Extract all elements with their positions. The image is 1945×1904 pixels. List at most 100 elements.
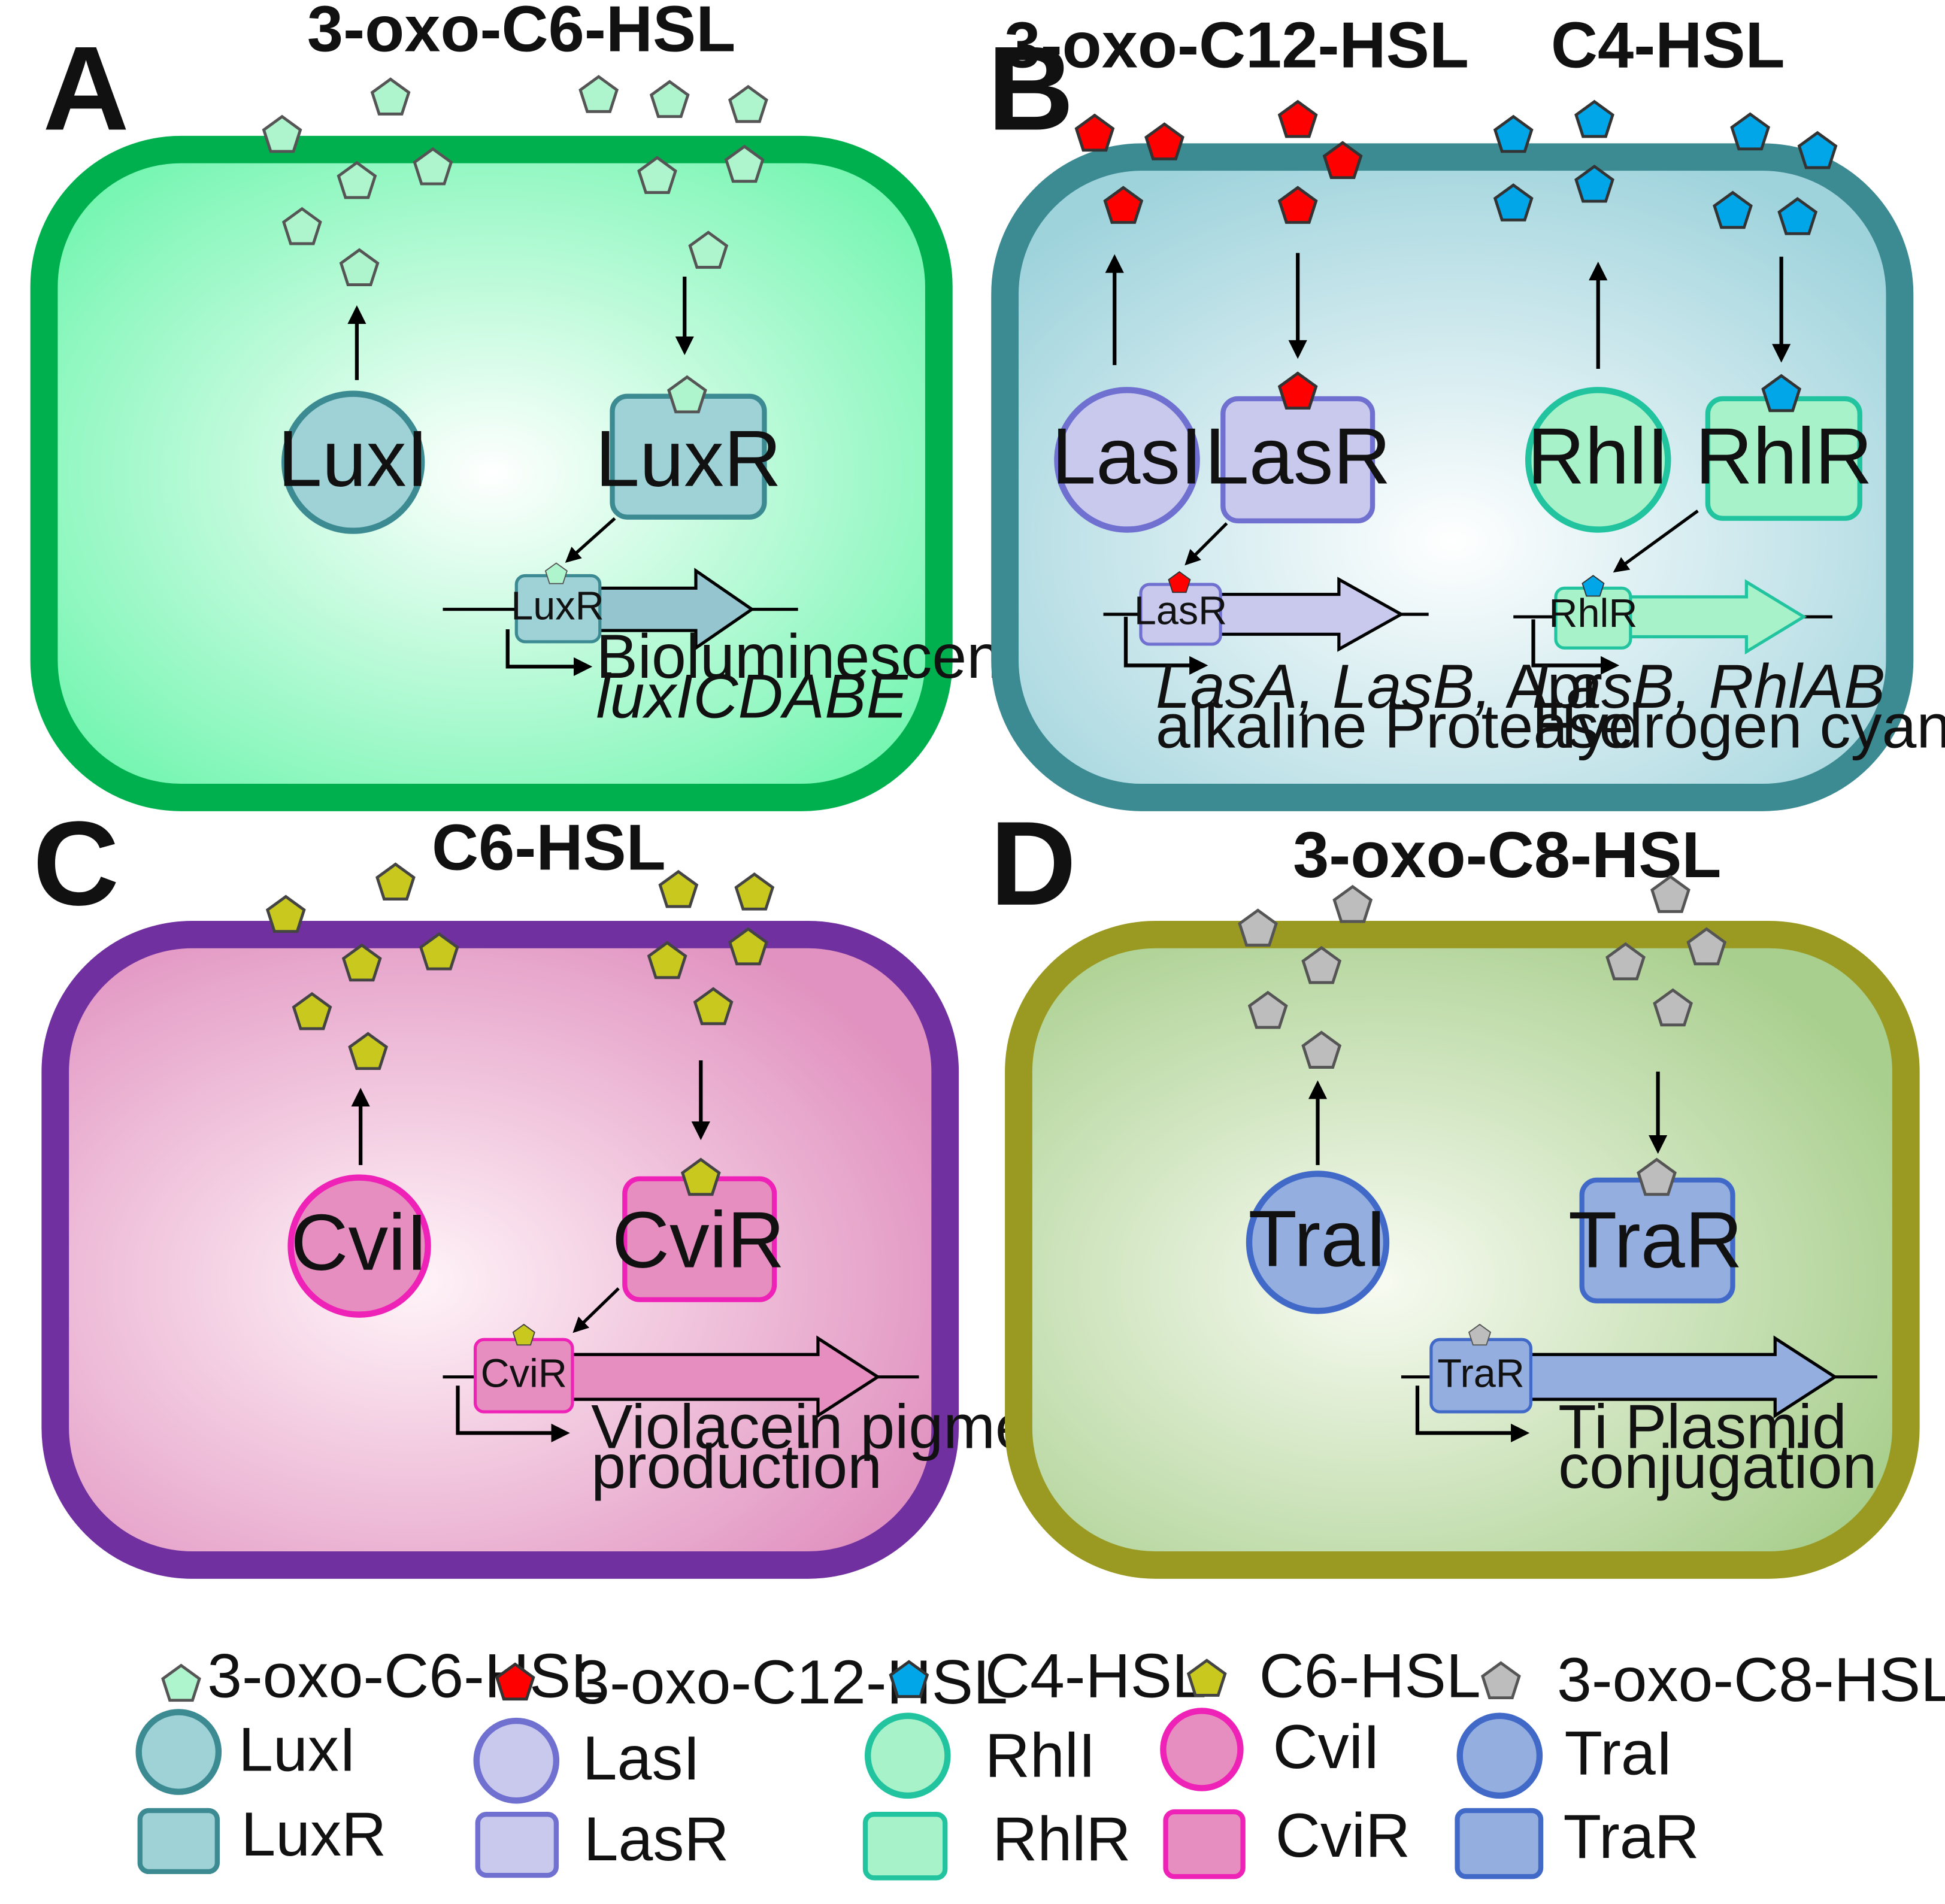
rhli-synthase xyxy=(1525,387,1671,533)
panel-a: A 3-oxo-C6-HSL LuxI LuxR LuxR xyxy=(30,0,1067,811)
output-c-line1: Violacein pigment xyxy=(591,1392,1082,1462)
legend-rhlr-icon xyxy=(862,1811,948,1881)
activation-arrow-b2 xyxy=(1613,510,1699,573)
output-b1-genes: LasA, LasB, xyxy=(1156,652,1492,721)
activation-arrow-c xyxy=(572,1287,620,1333)
trar-label: TraR xyxy=(1568,1196,1743,1285)
legend-lasr-icon xyxy=(475,1811,559,1878)
signal-3oxoc6-icon xyxy=(263,117,300,151)
cell-d xyxy=(1005,920,1920,1579)
promoter-arrow-b1 xyxy=(1123,617,1208,675)
legend-cvii-icon xyxy=(1160,1708,1244,1791)
signal-c6-icon xyxy=(377,864,414,899)
panel-c-signal-title: C6-HSL xyxy=(432,811,666,884)
legend-signal-3oxoc8: 3-oxo-C8-HSL xyxy=(1557,1645,1945,1715)
cvir-label: CviR xyxy=(612,1196,785,1285)
legend-synthase-rhli: RhlI xyxy=(985,1721,1096,1791)
output-b2-line2: Hydrogen cyanide xyxy=(1532,692,1945,762)
output-b2-line1: LasB, RhlAB xyxy=(1532,652,1885,721)
signal-3oxoc6-icon xyxy=(652,81,688,116)
promoter-arrow-d xyxy=(1415,1385,1530,1442)
legend-receptor-cvir: CviR xyxy=(1276,1801,1410,1870)
legend-trar-icon xyxy=(1455,1808,1544,1879)
legend-rhli-icon xyxy=(864,1712,951,1799)
legend-synthase-cvii: CviI xyxy=(1273,1712,1380,1782)
cvii-label: CviI xyxy=(290,1198,428,1287)
lasr-gene-label: LasR xyxy=(1134,589,1227,633)
rhli-label: RhlI xyxy=(1527,411,1669,501)
legend-receptor-trar: TraR xyxy=(1563,1802,1699,1872)
lasi-synthase xyxy=(1054,387,1200,533)
panel-letter-d: D xyxy=(990,797,1076,930)
legend-receptor-rhlr: RhlR xyxy=(992,1805,1131,1874)
panel-b-signal-title-2: C4-HSL xyxy=(1551,8,1785,81)
legend-synthase-lasi: LasI xyxy=(583,1724,701,1793)
legend-signal-3oxoc12: 3-oxo-C12-HSL xyxy=(575,1648,1008,1717)
promoter-arrow-b2 xyxy=(1531,619,1620,675)
legend-lasi-icon xyxy=(473,1717,560,1804)
trai-label: TraI xyxy=(1249,1194,1387,1283)
signal-3oxoc8-icon xyxy=(1334,887,1371,921)
luxr-gene-label: LuxR xyxy=(511,584,604,628)
panel-letter-a: A xyxy=(43,22,129,155)
activation-arrow-a xyxy=(565,517,616,563)
gene-arrow-b1 xyxy=(1215,577,1405,652)
gene-arrow-a xyxy=(594,568,755,651)
lasi-label: LasI xyxy=(1052,411,1202,501)
signal-3oxoc12-icon xyxy=(1146,124,1183,159)
signal-c4-icon xyxy=(1495,117,1532,151)
signal-3oxoc6-icon xyxy=(372,79,409,114)
signal-3oxoc6-icon xyxy=(730,87,767,122)
trar-gene-label: TraR xyxy=(1437,1351,1524,1396)
legend-synthase-luxi: LuxI xyxy=(238,1715,356,1784)
output-a-line1: Bioluminescence xyxy=(596,622,1067,692)
signal-3oxoc12-icon xyxy=(1076,116,1113,150)
legend-luxi-icon xyxy=(135,1709,222,1795)
output-d-line2: conjugation xyxy=(1558,1432,1877,1502)
panel-b-signal-title-1: 3-oxo-C12-HSL xyxy=(1004,8,1469,81)
panel-c: C C6-HSL CviI CviR CviR Violacein xyxy=(33,797,1082,1579)
legend-synthase-trai: TraI xyxy=(1565,1719,1673,1788)
panel-letter-b: B xyxy=(987,22,1074,155)
legend-signal-3oxoc6: 3-oxo-C6-HSL xyxy=(207,1642,605,1711)
promoter-arrow-c xyxy=(456,1385,570,1442)
signal-3oxoc8-icon xyxy=(1240,910,1276,945)
legend-receptor-luxr: LuxR xyxy=(241,1800,386,1869)
legend-signal-c4: C4-HSL xyxy=(985,1642,1207,1711)
output-b1-line2: alkaline Protease xyxy=(1156,692,1634,762)
panel-letter-c: C xyxy=(33,797,119,930)
signal-c4-icon xyxy=(1799,133,1835,168)
panel-b: B 3-oxo-C12-HSL C4-HSL LasI xyxy=(987,8,1945,811)
rhlr-gene-label: RhlR xyxy=(1549,592,1637,636)
luxi-label: LuxI xyxy=(278,414,429,504)
cvir-gene-label: CviR xyxy=(481,1351,567,1396)
rhlr-label: RhlR xyxy=(1695,411,1873,501)
panel-a-signal-title: 3-oxo-C6-HSL xyxy=(307,0,735,65)
cell-c xyxy=(41,920,959,1579)
signal-c6-icon xyxy=(268,896,304,931)
signal-c6-icon xyxy=(736,874,772,909)
panel-d: D 3-oxo-C8-HSL TraI TraR TraR Ti Plasmid… xyxy=(990,797,1920,1579)
signal-c4-icon xyxy=(1732,114,1768,149)
legend-luxr-icon xyxy=(137,1808,220,1875)
legend: 3-oxo-C6-HSL LuxI LuxR 3-oxo-C12-HSL Las… xyxy=(135,1642,1945,1881)
legend-receptor-lasr: LasR xyxy=(584,1805,729,1874)
output-d-line1: Ti Plasmid xyxy=(1558,1392,1847,1462)
output-a-line2: luxICDABE xyxy=(596,662,908,732)
legend-cvir-icon xyxy=(1163,1809,1246,1879)
activation-arrow-b1 xyxy=(1184,522,1228,566)
trai-synthase xyxy=(1246,1171,1390,1314)
gene-arrow-d xyxy=(1526,1335,1838,1418)
luxi-synthase xyxy=(281,390,425,534)
legend-3oxoc6-icon xyxy=(163,1666,199,1700)
cvii-synthase xyxy=(287,1174,431,1318)
legend-signal-c6: C6-HSL xyxy=(1259,1642,1481,1711)
output-c-line2: production xyxy=(591,1432,882,1502)
luxr-label: LuxR xyxy=(595,414,781,504)
gene-arrow-c xyxy=(568,1335,881,1418)
signal-3oxoc6-icon xyxy=(580,77,617,111)
lasr-label: LasR xyxy=(1205,411,1391,501)
panel-d-signal-title: 3-oxo-C8-HSL xyxy=(1293,818,1721,891)
promoter-arrow-a xyxy=(505,629,593,677)
